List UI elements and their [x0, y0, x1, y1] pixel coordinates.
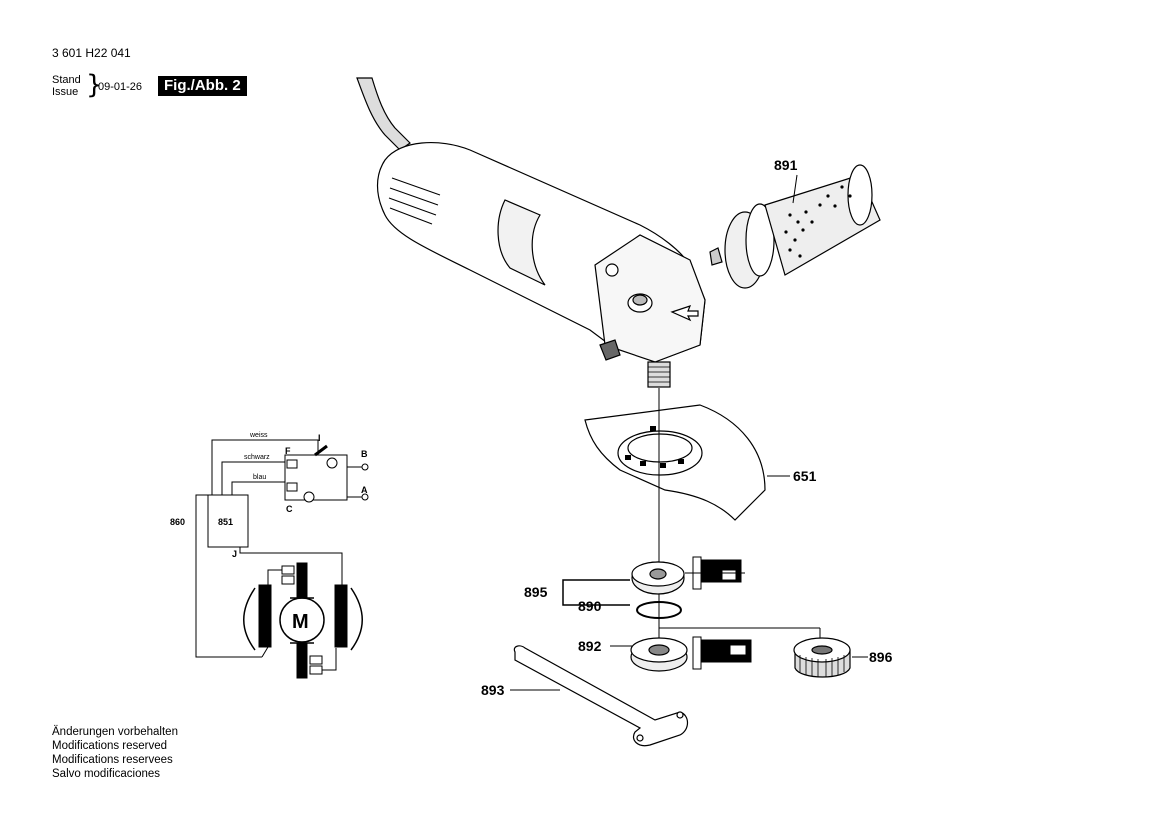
label-896: 896 [869, 649, 893, 665]
terminal-f: F [285, 446, 291, 456]
modification-notes: Änderungen vorbehalten Modifications res… [52, 725, 178, 781]
note-es: Salvo modificaciones [52, 768, 161, 780]
stand-label: Stand [52, 74, 81, 86]
o-ring [636, 601, 682, 619]
terminal-i: I [318, 433, 321, 443]
motor-label: M [292, 611, 309, 633]
grinder-body [356, 77, 706, 388]
flange-section [685, 556, 745, 590]
label-892: 892 [578, 638, 602, 654]
wheel-guard [584, 404, 766, 521]
issue-date: 09-01-26 [98, 81, 143, 93]
wire-label-white: weiss [249, 432, 268, 439]
leader-895-890 [562, 579, 630, 606]
note-fr: Modifications reservees [52, 754, 173, 766]
two-pin-wrench [513, 645, 689, 747]
nut-section [692, 636, 752, 670]
brace-icon: } [86, 70, 103, 100]
label-893: 893 [481, 682, 505, 698]
mounting-flange [631, 561, 685, 595]
terminal-b: B [361, 449, 368, 459]
wire-label-blue: blau [253, 474, 266, 481]
part-851: 851 [218, 517, 233, 527]
side-handle [709, 164, 881, 289]
note-en: Modifications reserved [52, 740, 168, 752]
document-number: 3 601 H22 041 [52, 46, 131, 60]
wiring-diagram [195, 439, 369, 679]
label-891: 891 [774, 157, 798, 173]
terminal-c: C [286, 504, 293, 514]
stand-issue-labels: Stand Issue [52, 74, 81, 98]
terminal-a: A [361, 485, 368, 495]
leader-891 [792, 174, 798, 204]
terminal-j: J [232, 549, 237, 559]
wire-label-black: schwarz [244, 454, 270, 461]
clamping-nut [630, 637, 688, 672]
label-890: 890 [578, 598, 602, 614]
label-895: 895 [524, 584, 548, 600]
part-860: 860 [170, 517, 185, 527]
figure-label: Fig./Abb. 2 [158, 76, 247, 96]
quick-clamping-nut [793, 637, 851, 678]
issue-label: Issue [52, 86, 79, 98]
note-de: Änderungen vorbehalten [52, 726, 178, 738]
label-651: 651 [793, 468, 817, 484]
